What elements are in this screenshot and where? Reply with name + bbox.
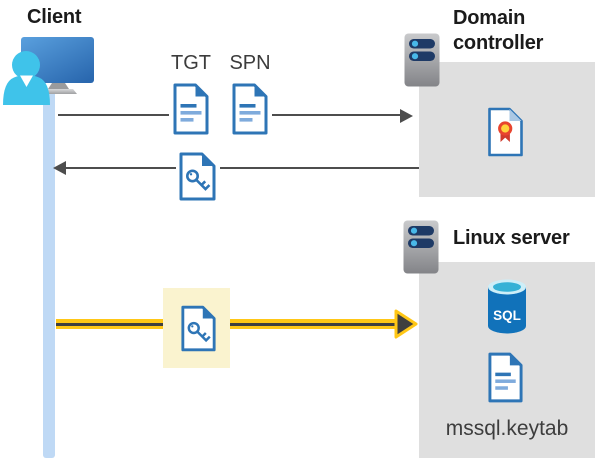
key-ticket-document-icon: [179, 152, 216, 201]
response-arrow-line-right: [220, 167, 419, 169]
user-at-monitor-icon: [3, 37, 94, 105]
sql-badge-text: SQL: [493, 308, 521, 323]
sql-database-icon: SQL: [488, 279, 526, 334]
domain-controller-server-icon: [404, 33, 440, 87]
certificate-document-icon: [488, 107, 523, 157]
request-arrow-line-right: [272, 114, 401, 116]
linux-server-label: Linux server: [453, 227, 570, 249]
domain-controller-label: Domain controller: [453, 7, 544, 54]
tgt-label: TGT: [171, 52, 211, 74]
spn-document-icon: [232, 83, 268, 135]
spn-label: SPN: [229, 52, 271, 74]
request-arrowhead-icon: [400, 109, 413, 123]
keytab-file-label: mssql.keytab: [445, 417, 569, 440]
auth-connection-arrowhead-icon: [394, 309, 418, 339]
tgt-document-icon: [173, 83, 209, 135]
highlighted-key-document-icon: [181, 305, 216, 352]
client-lifeline: [43, 90, 55, 458]
linux-server-icon: [403, 220, 439, 274]
response-arrow-line-left: [66, 167, 176, 169]
keytab-document-icon: [488, 352, 523, 403]
response-arrowhead-icon: [53, 161, 66, 175]
request-arrow-line-left: [58, 114, 169, 116]
client-label: Client: [27, 6, 82, 28]
